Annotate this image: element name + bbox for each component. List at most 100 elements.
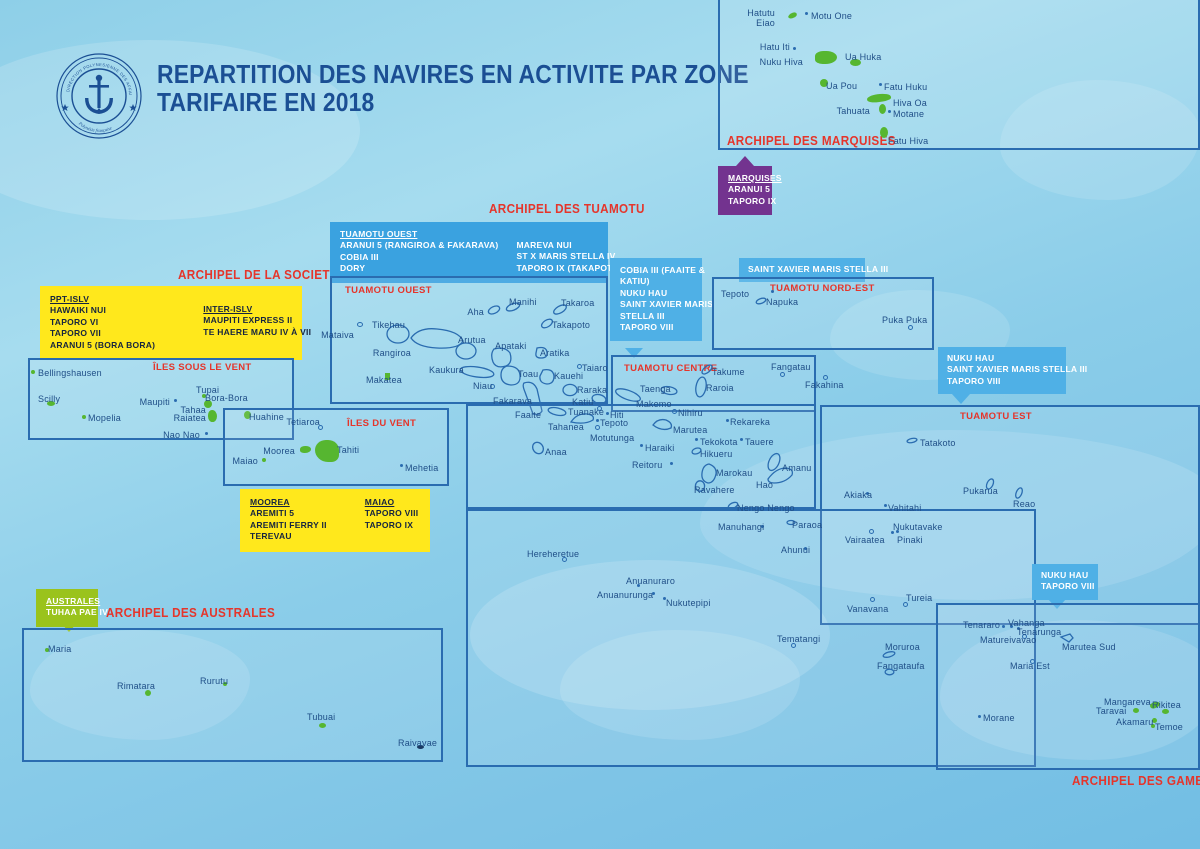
island-dot-tupai bbox=[202, 394, 206, 398]
island-dot-tubuai bbox=[319, 723, 326, 728]
island-label: Manihi bbox=[509, 297, 537, 307]
zone-box-tuamotu-centre-lower bbox=[466, 404, 816, 509]
title-block: REPARTITION DES NAVIRES EN ACTIVITE PAR … bbox=[157, 60, 829, 116]
zone-label-tuamotu-est: TUAMOTU EST bbox=[960, 411, 1032, 422]
callout-tuamotu-centre[interactable]: COBIA III (FAAITE & KATIU) NUKU HAU SAIN… bbox=[610, 258, 713, 342]
island-label: Taiaro bbox=[582, 363, 608, 373]
island-dot-vahanga bbox=[1010, 625, 1014, 629]
island-dot-anuanurunga bbox=[652, 592, 656, 596]
island-shape-tikehau bbox=[386, 324, 410, 344]
island-label: Manuhangi bbox=[718, 522, 765, 532]
island-shape-takume bbox=[701, 364, 713, 375]
callout-ship: TAPORO VIII bbox=[947, 375, 1001, 386]
island-label: Makemo bbox=[636, 399, 672, 409]
callout-tail-marquises bbox=[736, 156, 754, 166]
island-label: Vahitahi bbox=[888, 503, 922, 513]
island-label: Vahanga bbox=[1008, 618, 1045, 628]
island-label: Marokau bbox=[716, 468, 753, 478]
zone-box-marquises bbox=[718, 0, 1200, 150]
island-label: Fatu Huku bbox=[884, 82, 928, 92]
island-label: Nukutavake bbox=[893, 522, 943, 532]
zone-box-tuamotu-ouest bbox=[330, 276, 608, 404]
island-label: Maria bbox=[48, 644, 72, 654]
island-label: Hikueru bbox=[700, 449, 733, 459]
callout-title-australes: AUSTRALES bbox=[46, 596, 101, 606]
callout-ship: ST X MARIS STELLA IV bbox=[516, 251, 616, 262]
island-ring-vairaatea bbox=[869, 529, 874, 534]
island-label: Niau bbox=[473, 381, 493, 391]
island-label: Maria Est bbox=[1010, 661, 1050, 671]
callout-gambiers[interactable]: NUKU HAU TAPORO VIII bbox=[1032, 564, 1098, 600]
callout-ship: TEREVAU bbox=[250, 531, 292, 542]
island-label: Raiatea bbox=[173, 413, 206, 423]
island-shape-nuku-hiva bbox=[815, 51, 837, 64]
island-label: Nihiru bbox=[678, 408, 703, 418]
island-shape-makemo bbox=[615, 388, 641, 402]
zone-box-gambiers bbox=[936, 603, 1200, 770]
island-label: Takume bbox=[712, 367, 745, 377]
island-label: Fakarava bbox=[493, 396, 533, 406]
callout-ship: SAINT XAVIER MARIS STELLA III bbox=[748, 264, 889, 274]
island-dot-nukutavake bbox=[891, 531, 895, 535]
island-ring-vanavana bbox=[870, 597, 875, 602]
callout-title-marquises: MARQUISES bbox=[728, 173, 782, 183]
island-shape-hao bbox=[767, 467, 794, 484]
island-shape-napuka bbox=[755, 297, 767, 305]
island-label: Tekokota bbox=[700, 437, 738, 447]
island-shape-moruroa bbox=[882, 651, 896, 658]
island-label: Hiti bbox=[610, 410, 624, 420]
island-dot-mopelia bbox=[82, 415, 86, 419]
island-dot-nao-nao bbox=[205, 432, 209, 436]
island-shape-ua-pou bbox=[820, 79, 828, 87]
island-label: Nengo Nengo bbox=[737, 503, 795, 513]
callout-tail-australes bbox=[60, 622, 78, 632]
island-label: Tupai bbox=[196, 385, 220, 395]
island-shape-faaite bbox=[547, 406, 567, 417]
island-dot-fatu-huku bbox=[879, 83, 883, 87]
island-ring-nihiru bbox=[672, 409, 677, 414]
island-label: Rangiroa bbox=[372, 348, 411, 358]
island-ring-matureivavao bbox=[1022, 634, 1027, 639]
archipel-label-societe: ARCHIPEL DE LA SOCIETE bbox=[178, 267, 339, 282]
island-shape-rikitea bbox=[1162, 709, 1169, 714]
island-dot-tenararo bbox=[1002, 625, 1006, 629]
callout-ship: TUHAA PAE IV bbox=[46, 607, 109, 618]
callout-title-tuamotu-ouest: TUAMOTU OUEST bbox=[340, 229, 418, 239]
island-label: Motu One bbox=[811, 11, 853, 21]
callout-group-tuamotu-ouest: TUAMOTU OUEST ARANUI 5 (RANGIROA & FAKAR… bbox=[340, 229, 498, 275]
callout-ship: SAINT XAVIER MARIS bbox=[620, 299, 714, 310]
island-ring-tematangi bbox=[791, 643, 796, 648]
callout-tuamotu-est[interactable]: NUKU HAU SAINT XAVIER MARIS STELLA III T… bbox=[938, 347, 1087, 395]
island-shape-kauehi bbox=[539, 368, 555, 385]
callout-ship: NUKU HAU bbox=[947, 353, 995, 363]
island-shape-takapoto bbox=[540, 318, 554, 329]
island-dot-morane bbox=[978, 715, 982, 719]
island-shape-anaa bbox=[532, 441, 544, 455]
island-label: Anaa bbox=[545, 447, 567, 457]
island-label: Matureivavao bbox=[980, 635, 1037, 645]
island-label: Motane bbox=[893, 109, 925, 119]
island-label: Taenga bbox=[640, 384, 671, 394]
callout-tuamotu-ouest[interactable]: TUAMOTU OUEST ARANUI 5 (RANGIROA & FAKAR… bbox=[330, 222, 622, 283]
island-shape-moorea bbox=[300, 446, 311, 453]
callout-societe[interactable]: PPT-ISLV HAWAIKI NUI TAPORO VI TAPORO VI… bbox=[40, 286, 311, 361]
island-label: Takapoto bbox=[552, 320, 591, 330]
callout-group-tuamotu-ouest-2: MAREVA NUI ST X MARIS STELLA IV TAPORO I… bbox=[516, 229, 622, 275]
callout-moorea-maiao[interactable]: MOOREA AREMITI 5 AREMITI FERRY II TEREVA… bbox=[240, 489, 430, 552]
island-shape-aha bbox=[487, 305, 501, 315]
callout-marquises[interactable]: MARQUISES ARANUI 5 TAPORO IX bbox=[718, 166, 782, 216]
island-label: Pinaki bbox=[897, 535, 923, 545]
callout-australes[interactable]: AUSTRALES TUHAA PAE IV bbox=[36, 589, 108, 627]
island-shape-pukarua bbox=[985, 478, 995, 490]
island-shape-rangiroa bbox=[410, 328, 464, 349]
island-label: Ua Huka bbox=[845, 52, 882, 62]
island-ring-taiaro bbox=[577, 364, 582, 369]
island-label: Mataiva bbox=[321, 330, 354, 340]
island-shape-tahaa-raiatea bbox=[208, 410, 217, 422]
island-shape-tatakoto bbox=[906, 437, 918, 444]
island-shape-takaroa bbox=[553, 304, 567, 315]
callout-ship: NUKU HAU bbox=[1041, 570, 1089, 580]
zone-box-tuamotu-nord-est bbox=[712, 277, 934, 350]
island-dot-mehetia bbox=[400, 464, 404, 468]
island-ring-motutunga bbox=[595, 425, 600, 430]
